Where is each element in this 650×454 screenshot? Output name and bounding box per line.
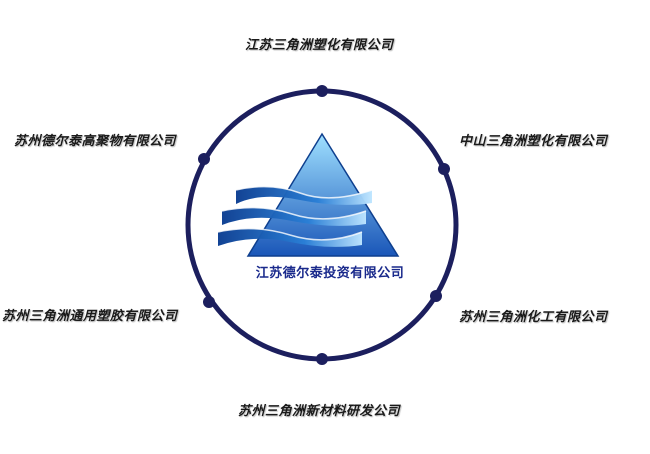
dot-lower-left [203, 296, 215, 308]
dot-bottom [316, 353, 328, 365]
subsidiary-label-bottom: 苏州三角洲新材料研发公司 [238, 404, 401, 419]
dot-upper-left [198, 153, 210, 165]
dot-upper-right [438, 163, 450, 175]
dot-lower-right [430, 290, 442, 302]
subsidiary-label-upper-left: 苏州德尔泰高聚物有限公司 [14, 134, 177, 149]
subsidiary-label-upper-right: 中山三角洲塑化有限公司 [459, 134, 608, 149]
dot-top [316, 85, 328, 97]
subsidiary-label-lower-right: 苏州三角洲化工有限公司 [459, 310, 608, 325]
center-company-name: 江苏德尔泰投资有限公司 [255, 266, 405, 281]
connector-dots [198, 85, 450, 365]
subsidiary-label-lower-left: 苏州三角洲通用塑胶有限公司 [2, 309, 178, 324]
subsidiary-label-top: 江苏三角洲塑化有限公司 [245, 38, 394, 53]
company-logo-icon [217, 132, 400, 257]
